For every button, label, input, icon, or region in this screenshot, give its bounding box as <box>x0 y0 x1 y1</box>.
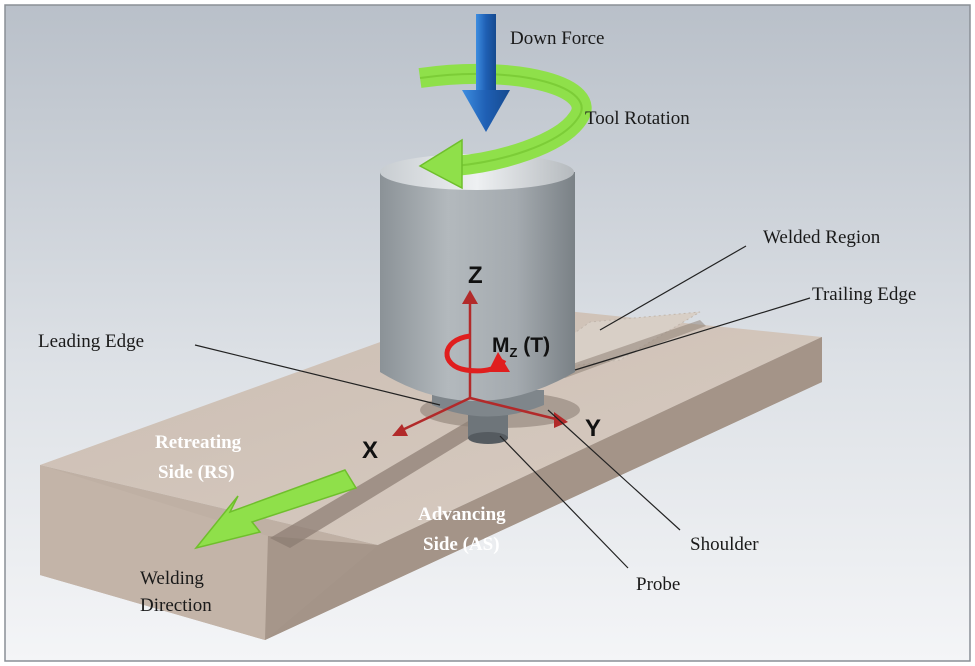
tool-rotation-label: Tool Rotation <box>585 108 690 129</box>
advancing-side-label-line1: Advancing <box>418 504 506 525</box>
leader-lines <box>194 245 811 569</box>
moment-label: MZ (T) <box>492 334 550 360</box>
x-axis-label: X <box>362 437 378 464</box>
retreating-side-label-line1: Retreating <box>155 432 242 453</box>
y-axis-label: Y <box>585 415 601 442</box>
trailing-edge-label: Trailing Edge <box>812 284 916 305</box>
workpiece-plate <box>40 303 822 640</box>
probe-label: Probe <box>636 574 680 595</box>
moment-arrow-icon <box>444 333 510 374</box>
welding-direction-arrow-icon <box>194 469 358 550</box>
tool-rotation-arrow-icon <box>418 63 592 190</box>
down-force-arrow-icon <box>462 14 510 132</box>
weld-seam <box>270 420 486 548</box>
z-axis-label: Z <box>468 262 483 289</box>
down-force-label: Down Force <box>510 28 604 49</box>
retreating-side-label-line2: Side (RS) <box>158 462 235 483</box>
welding-direction-label-line1: Welding <box>140 568 204 589</box>
probe <box>468 412 508 444</box>
welding-direction-label-line2: Direction <box>140 595 212 616</box>
shoulder-label: Shoulder <box>690 534 759 555</box>
advancing-side-label-line2: Side (AS) <box>423 534 500 555</box>
leading-edge-label: Leading Edge <box>38 331 144 352</box>
welded-region-label: Welded Region <box>763 227 881 248</box>
coordinate-axes <box>392 290 568 436</box>
